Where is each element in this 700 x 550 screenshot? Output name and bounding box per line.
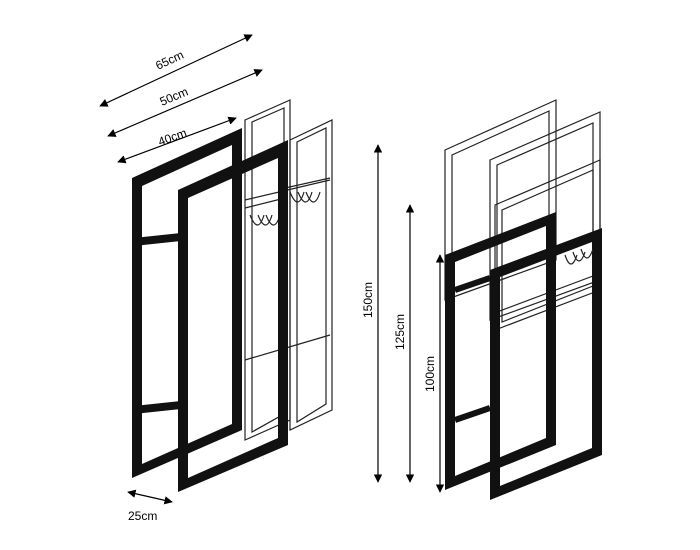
- label-125cm: 125cm: [393, 314, 407, 350]
- label-150cm: 150cm: [361, 282, 375, 318]
- left-back-frames: [244, 99, 333, 441]
- label-100cm: 100cm: [423, 356, 437, 392]
- label-50cm: 50cm: [158, 84, 190, 108]
- right-back-frames: [444, 99, 601, 331]
- right-front-frames: [445, 212, 602, 500]
- label-65cm: 65cm: [153, 48, 186, 73]
- hooks-icon: [244, 177, 331, 226]
- dimension-lines: [99, 34, 445, 505]
- label-25cm: 25cm: [128, 509, 157, 523]
- label-40cm: 40cm: [156, 126, 188, 149]
- left-front-frames: [132, 128, 288, 492]
